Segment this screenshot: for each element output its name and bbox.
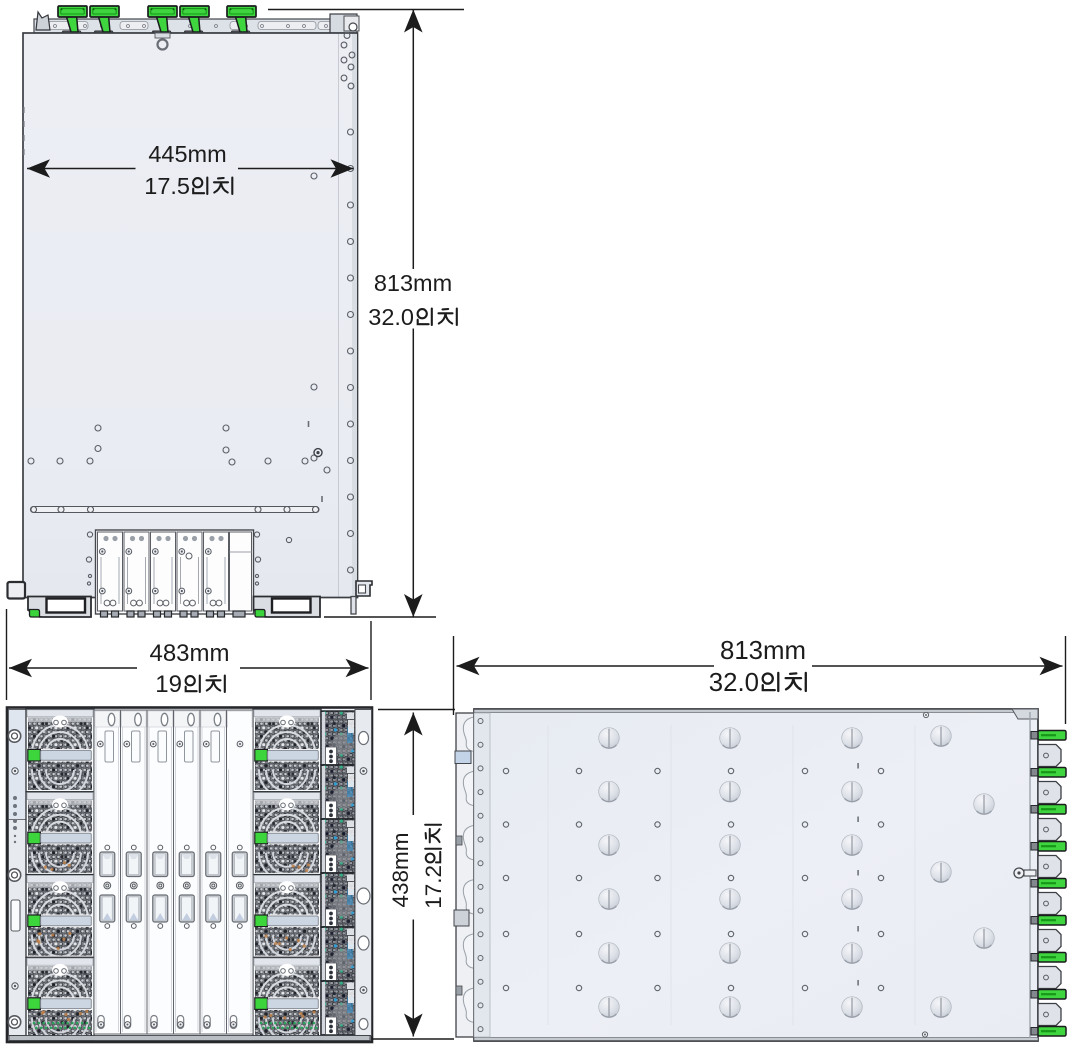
svg-text:32.0: 32.0 [709,669,759,697]
svg-text:483mm: 483mm [149,640,229,667]
svg-text:813mm: 813mm [720,637,806,665]
svg-text:445mm: 445mm [148,141,226,167]
svg-text:17.2: 17.2 [421,865,446,909]
svg-text:813mm: 813mm [374,270,452,296]
svg-text:19: 19 [155,671,182,698]
svg-text:17.5: 17.5 [144,173,190,199]
svg-text:438mm: 438mm [388,832,413,907]
svg-text:32.0: 32.0 [368,304,414,330]
